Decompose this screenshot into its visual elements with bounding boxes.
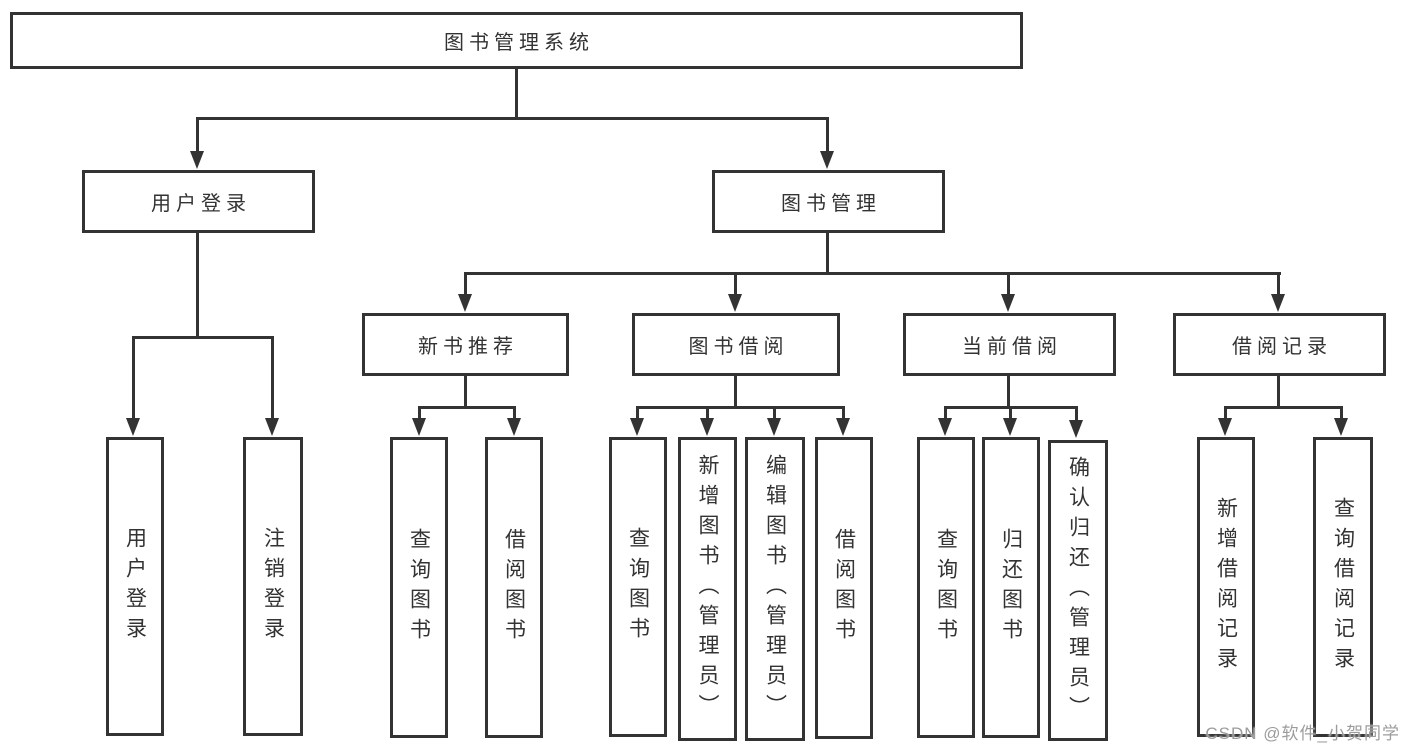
connector-user-login-drop (196, 233, 199, 339)
connector-arrow (1069, 420, 1083, 438)
connector-to-records (1277, 272, 1280, 298)
node-label: 用户登录 (151, 193, 251, 215)
connector-arrow (700, 418, 714, 436)
node-borrowing-records: 借阅记录 (1173, 313, 1386, 376)
node-user-login: 用户登录 (82, 170, 315, 233)
connector-to-leaf (1075, 406, 1078, 421)
connector-to-leaf (706, 406, 709, 421)
connector-new-rec-drop (464, 376, 467, 409)
leaf-label: 查询图书 (407, 527, 431, 648)
leaf-query-books-recommend: 查询图书 (390, 437, 448, 738)
connector-root-drop (515, 66, 518, 119)
node-book-management: 图书管理 (712, 170, 945, 233)
connector-to-leaf (132, 336, 135, 421)
connector-arrow (728, 294, 742, 312)
connector-borrowing-drop (734, 376, 737, 409)
connector-arrow (1001, 294, 1015, 312)
connector-book-mgmt-drop (826, 233, 829, 275)
leaf-label: 查询图书 (934, 527, 958, 648)
leaf-edit-books-admin: 编辑图书（管理员） (745, 437, 805, 741)
connector-records-rail (1224, 406, 1343, 409)
leaf-query-borrow-record: 查询借阅记录 (1313, 437, 1373, 737)
connector-to-leaf (842, 406, 845, 421)
connector-new-rec-rail (418, 406, 516, 409)
connector-arrow (1003, 418, 1017, 436)
leaf-label: 查询图书 (626, 527, 650, 647)
connector-records-drop (1277, 376, 1280, 409)
node-book-borrowing: 图书借阅 (632, 313, 840, 376)
connector-arrow (938, 418, 952, 436)
node-library-system: 图书管理系统 (10, 12, 1023, 69)
leaf-label: 确认归还（管理员） (1066, 455, 1090, 726)
connector-to-book-mgmt (826, 117, 829, 155)
node-new-book-recommend: 新书推荐 (362, 313, 569, 376)
connector-arrow (458, 294, 472, 312)
leaf-add-borrow-record: 新增借阅记录 (1197, 437, 1255, 737)
connector-arrow (1218, 418, 1232, 436)
leaf-label: 编辑图书（管理员） (763, 454, 787, 724)
connector-arrow (412, 418, 426, 436)
connector-to-leaf (944, 406, 947, 421)
connector-current-drop (1007, 376, 1010, 409)
node-label: 借阅记录 (1232, 336, 1332, 358)
connector-to-leaf (513, 406, 516, 421)
leaf-label: 用户登录 (123, 526, 147, 647)
leaf-user-login: 用户登录 (106, 437, 164, 736)
connector-arrow (190, 151, 204, 169)
connector-arrow (126, 418, 140, 436)
connector-to-leaf (1224, 406, 1227, 421)
connector-to-leaf (773, 406, 776, 421)
connector-arrow (1271, 294, 1285, 312)
connector-arrow (767, 418, 781, 436)
node-label: 当前借阅 (962, 336, 1062, 358)
connector-l3-rail (464, 272, 1281, 275)
connector-to-leaf (1009, 406, 1012, 421)
leaf-label: 注销登录 (261, 526, 285, 647)
connector-to-leaf (1340, 406, 1343, 421)
leaf-label: 借阅图书 (832, 528, 856, 648)
connector-arrow (265, 418, 279, 436)
node-current-borrowing: 当前借阅 (903, 313, 1116, 376)
leaf-label: 借阅图书 (502, 527, 526, 648)
connector-l2-rail (196, 117, 829, 120)
connector-to-current (1007, 272, 1010, 298)
node-label: 图书管理 (781, 193, 881, 215)
leaf-borrow-books-borrowing: 借阅图书 (815, 437, 873, 739)
leaf-query-books-current: 查询图书 (917, 437, 975, 738)
leaf-label: 新增图书（管理员） (696, 454, 719, 724)
leaf-query-books-borrowing: 查询图书 (609, 437, 667, 737)
connector-arrow (836, 418, 850, 436)
connector-arrow (630, 418, 644, 436)
leaf-label: 查询借阅记录 (1331, 497, 1355, 677)
connector-to-user-login (196, 117, 199, 155)
node-label: 新书推荐 (418, 336, 518, 358)
leaf-label: 新增借阅记录 (1214, 497, 1238, 677)
leaf-confirm-return-admin: 确认归还（管理员） (1048, 440, 1108, 741)
connector-arrow (1334, 418, 1348, 436)
leaf-borrow-books-recommend: 借阅图书 (485, 437, 543, 738)
node-label: 图书管理系统 (444, 32, 594, 54)
node-label: 图书借阅 (688, 336, 789, 358)
connector-to-leaf (636, 406, 639, 421)
connector-to-new-rec (464, 272, 467, 298)
connector-borrowing-rail (636, 406, 845, 409)
connector-to-leaf (271, 336, 274, 421)
connector-arrow (507, 418, 521, 436)
connector-to-borrowing (734, 272, 737, 298)
csdn-watermark: CSDN @软件_小贺同学 (1205, 724, 1400, 743)
connector-user-login-rail (132, 336, 274, 339)
leaf-label: 归还图书 (999, 527, 1023, 648)
leaf-logout: 注销登录 (243, 437, 303, 736)
connector-to-leaf (418, 406, 421, 421)
connector-arrow (820, 151, 834, 169)
leaf-return-books: 归还图书 (982, 437, 1040, 738)
leaf-add-books-admin: 新增图书（管理员） (678, 437, 737, 741)
